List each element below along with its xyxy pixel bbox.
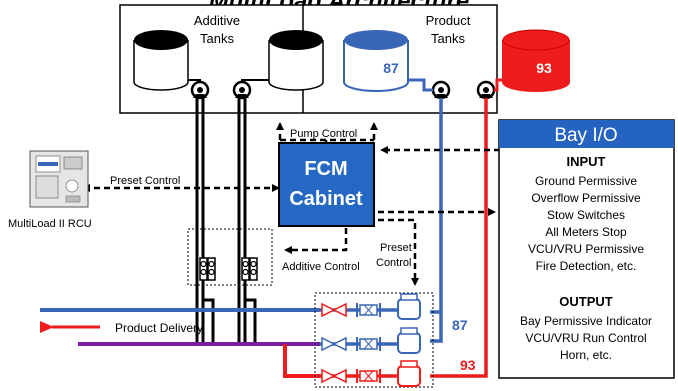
- additive-label-1: Additive: [194, 13, 240, 28]
- bay-io-header-label: Bay I/O: [554, 125, 617, 146]
- bay-io-output-item: VCU/VRU Run Control: [525, 331, 646, 345]
- fcm-label-2: Cabinet: [289, 188, 363, 210]
- tank-87-to-pump-line: [408, 78, 433, 92]
- fcm-cabinet: [278, 142, 375, 227]
- pump-control-arrows: [276, 122, 378, 143]
- pump-control-label: Pump Control: [290, 128, 357, 140]
- product-label-2: Tanks: [431, 31, 465, 46]
- additive-control-label: Additive Control: [282, 261, 360, 273]
- meter-run-3: [320, 360, 421, 387]
- injector-coil-marks: [200, 260, 257, 276]
- meter-run-2: [320, 327, 421, 354]
- bay-io-input-item: VCU/VRU Permissive: [528, 242, 644, 256]
- bay-io-input-title: INPUT: [567, 154, 606, 169]
- bay-io-panel: [498, 119, 675, 379]
- bay-io-input-item: Fire Detection, etc.: [536, 259, 637, 273]
- rcu-device-image: [29, 150, 89, 208]
- additive-control-arrow: [284, 228, 348, 254]
- rcu-label: MultiLoad II RCU: [8, 218, 92, 230]
- tank-93-to-pump-line: [494, 78, 503, 92]
- bay-io-output-title: OUTPUT: [559, 294, 613, 309]
- preset-control-meter-arrow: [378, 218, 419, 286]
- bay-io-output-item: Bay Permissive Indicator: [520, 314, 652, 328]
- red-product-line: [430, 98, 488, 378]
- product-tank-87: [343, 30, 409, 92]
- additive-injector-box: [187, 228, 273, 286]
- line-93-label: 93: [460, 357, 476, 373]
- product-delivery-label: Product Delivery: [115, 321, 203, 335]
- bay-io-input-item: All Meters Stop: [545, 225, 627, 239]
- additive-tank-2: [268, 30, 324, 91]
- fcm-label-1: FCM: [304, 158, 347, 180]
- injector-icons: [199, 257, 258, 281]
- product-tank-93: [502, 29, 570, 92]
- preset-control-label: Preset Control: [110, 175, 180, 187]
- meter-run-1: [320, 293, 421, 320]
- product-label-1: Product: [426, 13, 471, 28]
- line-87-label: 87: [452, 317, 468, 333]
- bay-io-input-item: Overflow Permissive: [531, 191, 641, 205]
- additive-pump-icon-1: [190, 80, 210, 100]
- product-pump-icon-93: [476, 80, 496, 100]
- product-pump-icon-87: [431, 80, 451, 100]
- preset-label-2: Control: [376, 257, 411, 269]
- additive-injector-connectors: [203, 298, 257, 345]
- bay-io-input-item: Stow Switches: [547, 208, 625, 222]
- red-header: [283, 344, 320, 378]
- additive-pipes: [195, 98, 247, 345]
- additive-pump-icon-2: [232, 80, 252, 100]
- blue-product-line: [430, 98, 443, 343]
- additive-label-2: Tanks: [200, 31, 234, 46]
- bay-io-header: [499, 120, 674, 148]
- tank-93-label: 93: [536, 60, 552, 76]
- tank-87-label: 87: [383, 60, 399, 76]
- preset-label-1: Preset: [380, 242, 412, 254]
- meter-valve-box: [314, 292, 434, 388]
- bay-io-output-item: Horn, etc.: [560, 348, 612, 362]
- bay-io-input-item: Ground Permissive: [535, 174, 637, 188]
- additive-tank-1: [133, 30, 189, 91]
